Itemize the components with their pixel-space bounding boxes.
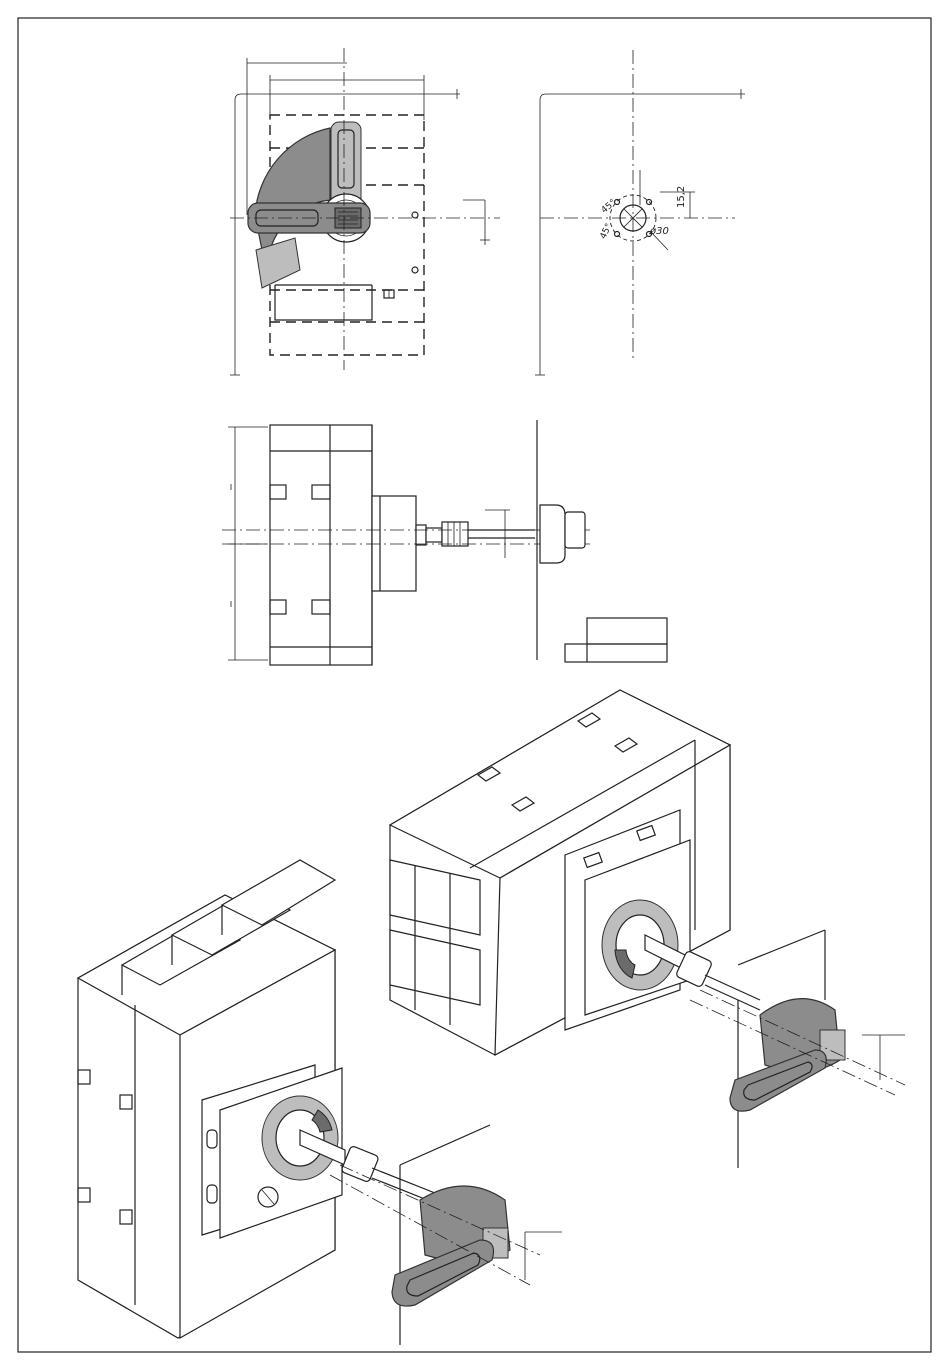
front-view-handle: [230, 48, 500, 375]
side-view: [222, 420, 667, 665]
door-cutout-view: 45° 45° ø30 15,2: [535, 50, 745, 375]
diameter-label: ø30: [649, 226, 669, 237]
angle-label-lower: 45°: [599, 222, 615, 241]
offset-dimension-label: 15,2: [676, 186, 687, 208]
isometric-breaker-right: [390, 690, 905, 1168]
